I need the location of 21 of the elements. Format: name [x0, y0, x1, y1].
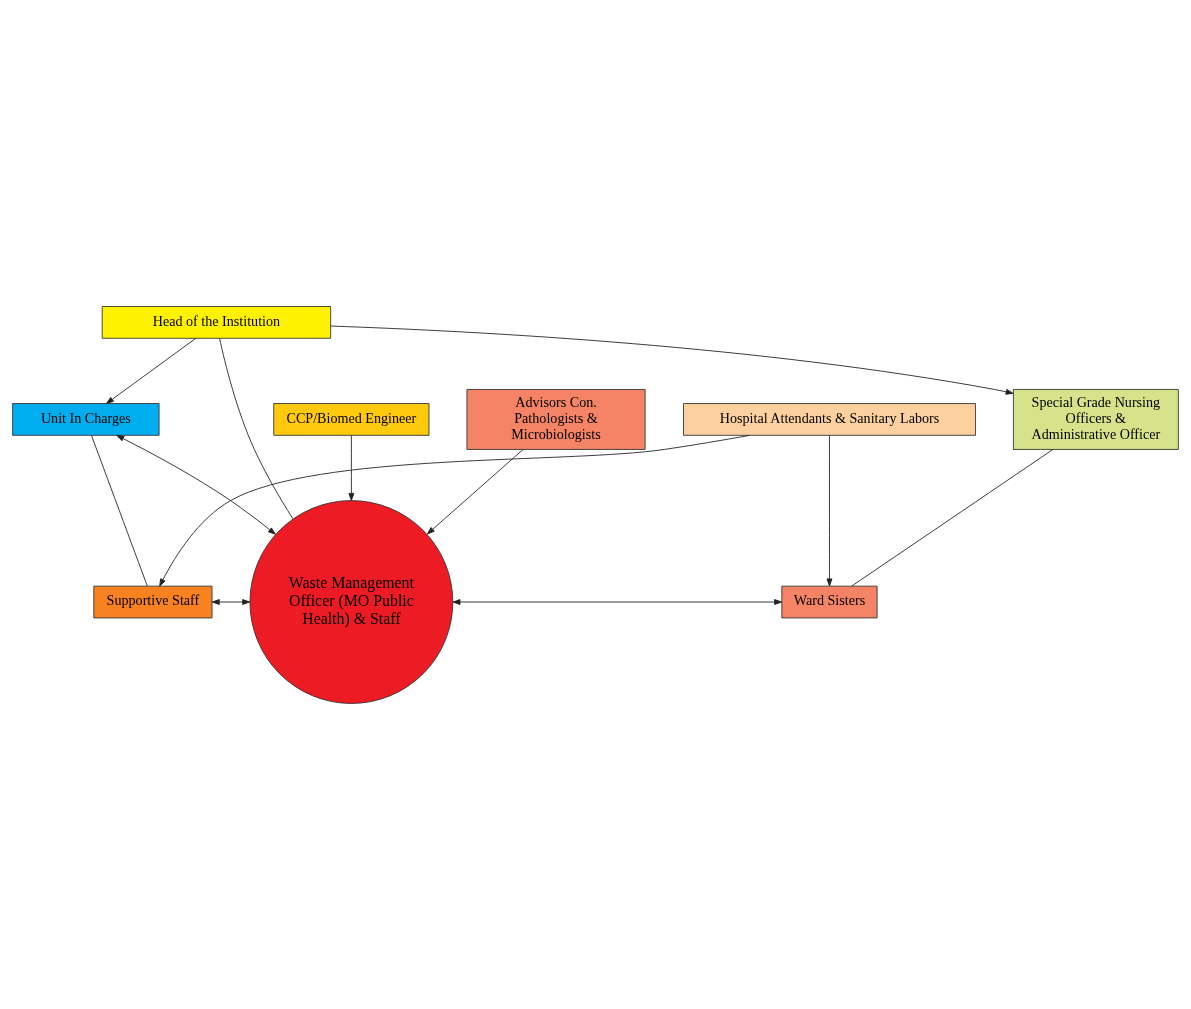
- arrow: [826, 434, 833, 586]
- arrow: [106, 337, 197, 404]
- node-box: Advisors Con. Pathologists & Microbiologists: [466, 388, 646, 450]
- arrow: [452, 598, 783, 605]
- node-box: Head of the Institution: [101, 305, 332, 339]
- node-box: Supportive Staff: [93, 585, 213, 618]
- node-circle: Waste Management Officer (MO Public Health) & Staff: [249, 499, 454, 704]
- arrow: [211, 598, 251, 605]
- node-box: Special Grade Nursing Officers & Administrative Officer: [1012, 388, 1179, 450]
- connector: [851, 448, 1054, 586]
- arrow: [159, 434, 750, 587]
- node-box: Ward Sisters: [781, 585, 878, 618]
- connector: [219, 337, 294, 519]
- arrow: [330, 325, 1014, 395]
- node-box: Hospital Attendants & Sanitary Labors: [683, 402, 976, 436]
- connector: [91, 434, 148, 586]
- arrow: [116, 434, 276, 535]
- arrow: [426, 448, 524, 534]
- node-box: Unit In Charges: [12, 402, 160, 436]
- node-box: CCP/Biomed Engineer: [273, 402, 430, 436]
- arrow: [348, 434, 355, 501]
